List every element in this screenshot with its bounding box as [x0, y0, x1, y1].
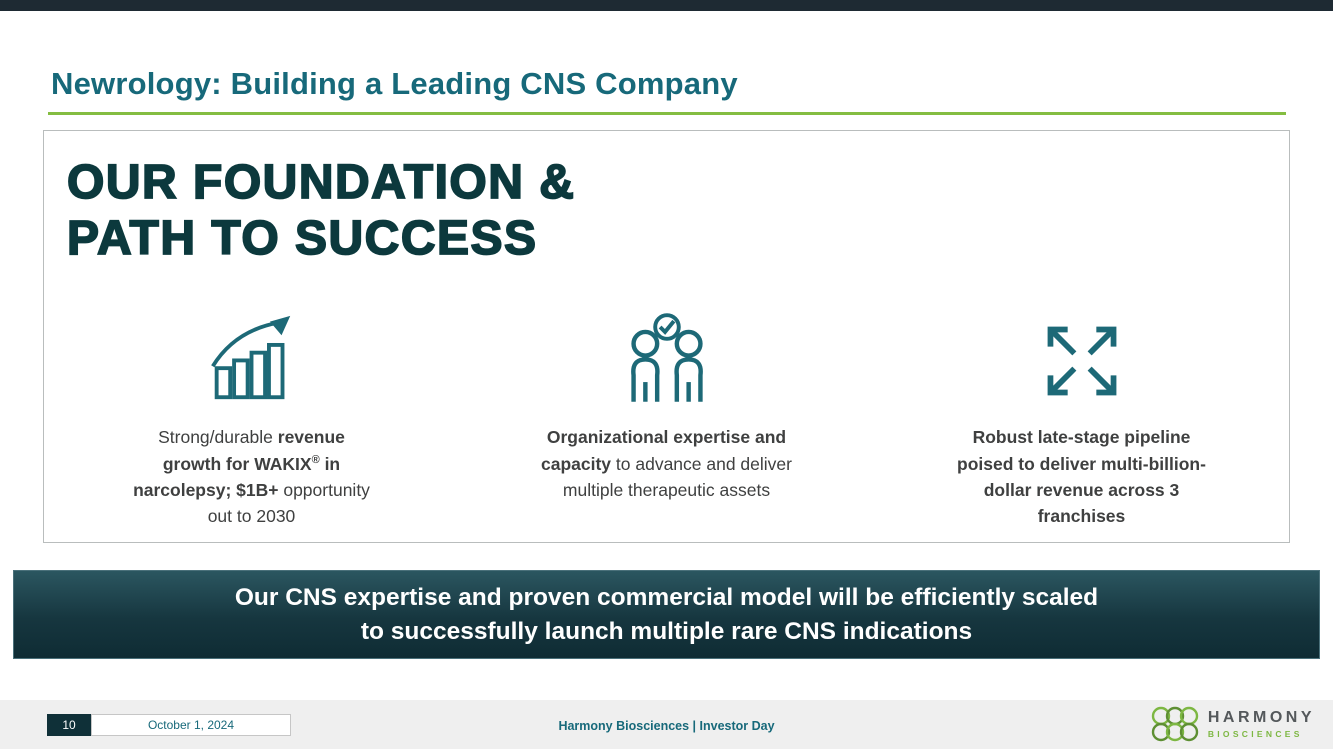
- slide-footer: 10 October 1, 2024 Harmony Biosciences |…: [0, 700, 1333, 749]
- page-number: 10: [47, 714, 91, 736]
- team-check-icon: [608, 308, 726, 404]
- pillar-columns: Strong/durable revenue growth for WAKIX®…: [44, 308, 1289, 529]
- pillar-revenue-growth-text: Strong/durable revenue growth for WAKIX®…: [133, 427, 370, 527]
- banner-line1: Our CNS expertise and proven commercial …: [234, 583, 1099, 611]
- logo-tagline: BIOSCIENCES: [1207, 729, 1303, 739]
- logo-wordmark: HARMONY: [1207, 709, 1315, 726]
- growth-chart-icon-svg: [210, 316, 290, 400]
- pillar-organizational-expertise: Organizational expertise and capacity to…: [459, 308, 874, 529]
- team-check-icon-svg: [630, 313, 703, 403]
- banner-line2: to successfully launch multiple rare CNS…: [360, 617, 973, 645]
- slide-title: Newrology: Building a Leading CNS Compan…: [51, 66, 738, 101]
- harmony-logo: HARMONY BIOSCIENCES: [1151, 705, 1315, 743]
- pillar-late-stage-pipeline-text: Robust late-stage pipeline poised to del…: [957, 427, 1206, 527]
- pillar-late-stage-pipeline: Robust late-stage pipeline poised to del…: [874, 308, 1289, 529]
- growth-chart-icon: [201, 308, 303, 404]
- key-message-banner: Our CNS expertise and proven commercial …: [13, 570, 1320, 659]
- expand-arrows-icon: [1039, 308, 1125, 404]
- footer-event-label: Harmony Biosciences | Investor Day: [558, 719, 775, 733]
- logo-text: HARMONY BIOSCIENCES: [1208, 709, 1315, 739]
- pillar-organizational-expertise-text: Organizational expertise and capacity to…: [540, 427, 792, 500]
- expand-arrows-icon-svg: [1047, 326, 1116, 396]
- card-heading-line2: PATH TO SUCCESS: [66, 211, 538, 266]
- slide-date: October 1, 2024: [91, 714, 291, 736]
- card-heading: OUR FOUNDATION & PATH TO SUCCESS: [66, 155, 1289, 266]
- top-accent-bar: [0, 0, 1333, 11]
- logo-knot-icon: [1151, 706, 1199, 742]
- foundation-card: OUR FOUNDATION & PATH TO SUCCESS Strong/…: [43, 130, 1290, 543]
- card-heading-line1: OUR FOUNDATION &: [66, 155, 576, 210]
- pillar-revenue-growth: Strong/durable revenue growth for WAKIX®…: [44, 308, 459, 529]
- title-underline: [48, 112, 1286, 115]
